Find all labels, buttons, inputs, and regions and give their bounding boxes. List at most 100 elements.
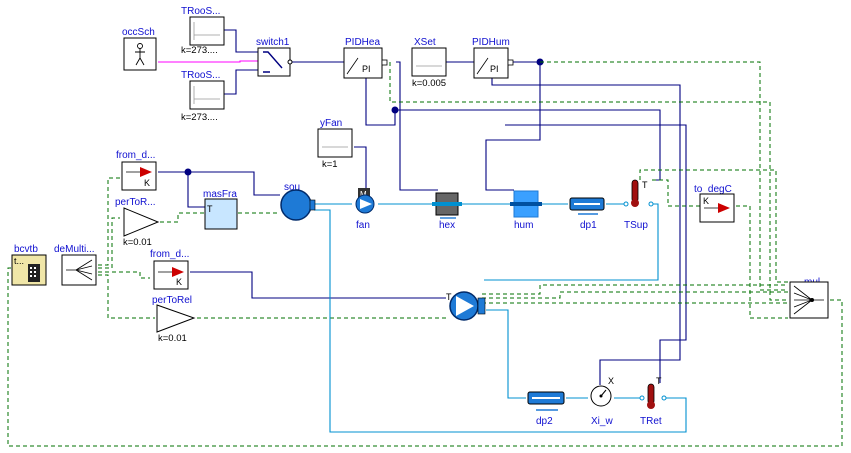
- block-label: from_d...: [150, 249, 189, 260]
- occSch-block[interactable]: occSch: [122, 27, 157, 71]
- block-label: dp1: [580, 220, 597, 231]
- block-label: bcvtb: [14, 244, 38, 255]
- pipe-icon: [432, 202, 462, 206]
- dp1-block[interactable]: dp1: [569, 197, 605, 231]
- port-icon: [661, 395, 667, 401]
- pid-curve-icon: [346, 57, 359, 75]
- PIDHum-block[interactable]: PIDHum PI: [472, 37, 514, 79]
- motor-icon: [358, 188, 370, 198]
- TRet-block[interactable]: T TRet: [639, 376, 667, 427]
- block-label: PIDHea: [345, 37, 380, 48]
- fan-block[interactable]: M fan: [355, 188, 375, 231]
- Xi_w-block[interactable]: X Xi_w: [590, 376, 614, 427]
- from_d1-block[interactable]: from_d... K: [116, 150, 157, 191]
- block-label: TRooS...: [181, 70, 220, 81]
- sensor-text: X: [608, 376, 614, 386]
- signal-connection: [190, 271, 446, 299]
- arrow-icon: [140, 167, 152, 177]
- mux-icon: [793, 285, 824, 315]
- pipe-icon: [510, 202, 542, 206]
- block-label: occSch: [122, 27, 155, 38]
- masFra-block[interactable]: masFra T: [203, 189, 238, 230]
- block-box: [204, 198, 238, 230]
- dashed-connection: [482, 284, 788, 295]
- block-label: hum: [514, 220, 533, 231]
- block-box: [473, 47, 509, 79]
- block-box: [153, 260, 189, 290]
- dashed-connection: [389, 62, 788, 301]
- thermometer-bulb: [631, 199, 639, 207]
- sou-block[interactable]: sou: [280, 182, 316, 221]
- pump-block[interactable]: T: [446, 291, 486, 321]
- dashed-connection: [98, 274, 155, 319]
- port-icon: [477, 297, 486, 315]
- block-label: fan: [356, 220, 370, 231]
- block-box: [189, 80, 225, 110]
- unit-text: K: [144, 178, 150, 188]
- block-box: [343, 47, 383, 79]
- perToRel2-block[interactable]: perToRel k=0.01: [152, 295, 196, 344]
- hum-block[interactable]: hum: [510, 190, 542, 231]
- block-box: [121, 161, 157, 191]
- block-param: k=273....: [181, 45, 218, 56]
- pid-text: PI: [490, 64, 499, 74]
- block-param: k=0.005: [412, 78, 446, 89]
- arrow-icon: [172, 267, 184, 277]
- block-label: from_d...: [116, 150, 155, 161]
- pid-text: PI: [362, 64, 371, 74]
- block-label: hex: [439, 220, 455, 231]
- block-label: PIDHum: [472, 37, 510, 48]
- TSup-block[interactable]: T TSup: [623, 179, 654, 231]
- dashed-connection: [736, 205, 788, 319]
- building-icon: [28, 264, 40, 282]
- port-icon: [648, 201, 654, 207]
- deMulti-block[interactable]: deMulti...: [54, 244, 97, 286]
- block-label: to_degC: [694, 184, 732, 195]
- block-label: TRooS...: [181, 6, 220, 17]
- block-label: sou: [284, 182, 300, 193]
- port-icon: [507, 59, 514, 66]
- block-box: [189, 16, 225, 46]
- dp2-block[interactable]: dp2: [527, 391, 565, 427]
- block-param: k=1: [322, 159, 338, 170]
- step-icon: [193, 86, 220, 104]
- fluid-connection: [314, 209, 687, 433]
- step-icon: [193, 22, 220, 40]
- TRooSet2-block[interactable]: TRooS... k=273....: [181, 70, 225, 123]
- motor-text: M: [360, 190, 367, 199]
- signal-connection: [365, 78, 661, 181]
- block-label: Xi_w: [591, 416, 613, 427]
- block-param: k=0.01: [158, 333, 187, 344]
- hex-block[interactable]: hex: [432, 192, 462, 231]
- switch-icon: [263, 51, 283, 73]
- dashed-connection: [540, 61, 788, 291]
- block-label: XSet: [414, 37, 436, 48]
- perToRel1-block[interactable]: perToR... k=0.01: [115, 197, 160, 248]
- XSet-block[interactable]: XSet k=0.005: [411, 37, 447, 89]
- switch1-block[interactable]: switch1: [256, 37, 293, 77]
- block-label: yFan: [320, 118, 342, 129]
- sensor-text: T: [642, 180, 648, 190]
- to_degC-block[interactable]: to_degC K: [694, 184, 735, 223]
- person-icon: [135, 43, 145, 66]
- signal-connection: [354, 146, 367, 188]
- mul-block[interactable]: mul: [789, 277, 829, 319]
- block-label: switch1: [256, 37, 290, 48]
- port-icon: [309, 199, 316, 211]
- port-icon: [639, 395, 645, 401]
- port-icon: [381, 59, 388, 66]
- block-box: [317, 128, 353, 158]
- dial-center: [599, 394, 603, 398]
- block-label: dp2: [536, 416, 553, 427]
- sensor-text: T: [656, 376, 662, 386]
- bcvtb-block[interactable]: bcvtb t...: [11, 244, 47, 286]
- signal-connection: [491, 78, 681, 385]
- TRooSet1-block[interactable]: TRooS... k=273....: [181, 6, 225, 56]
- from_d2-block[interactable]: from_d... K: [150, 249, 189, 290]
- signal-connection: [505, 124, 687, 383]
- gain-triangle: [123, 207, 160, 237]
- PIDHea-block[interactable]: PIDHea PI: [343, 37, 388, 79]
- signal-connection: [396, 61, 438, 191]
- block-box: [411, 47, 447, 77]
- yFan-block[interactable]: yFan k=1: [317, 118, 353, 170]
